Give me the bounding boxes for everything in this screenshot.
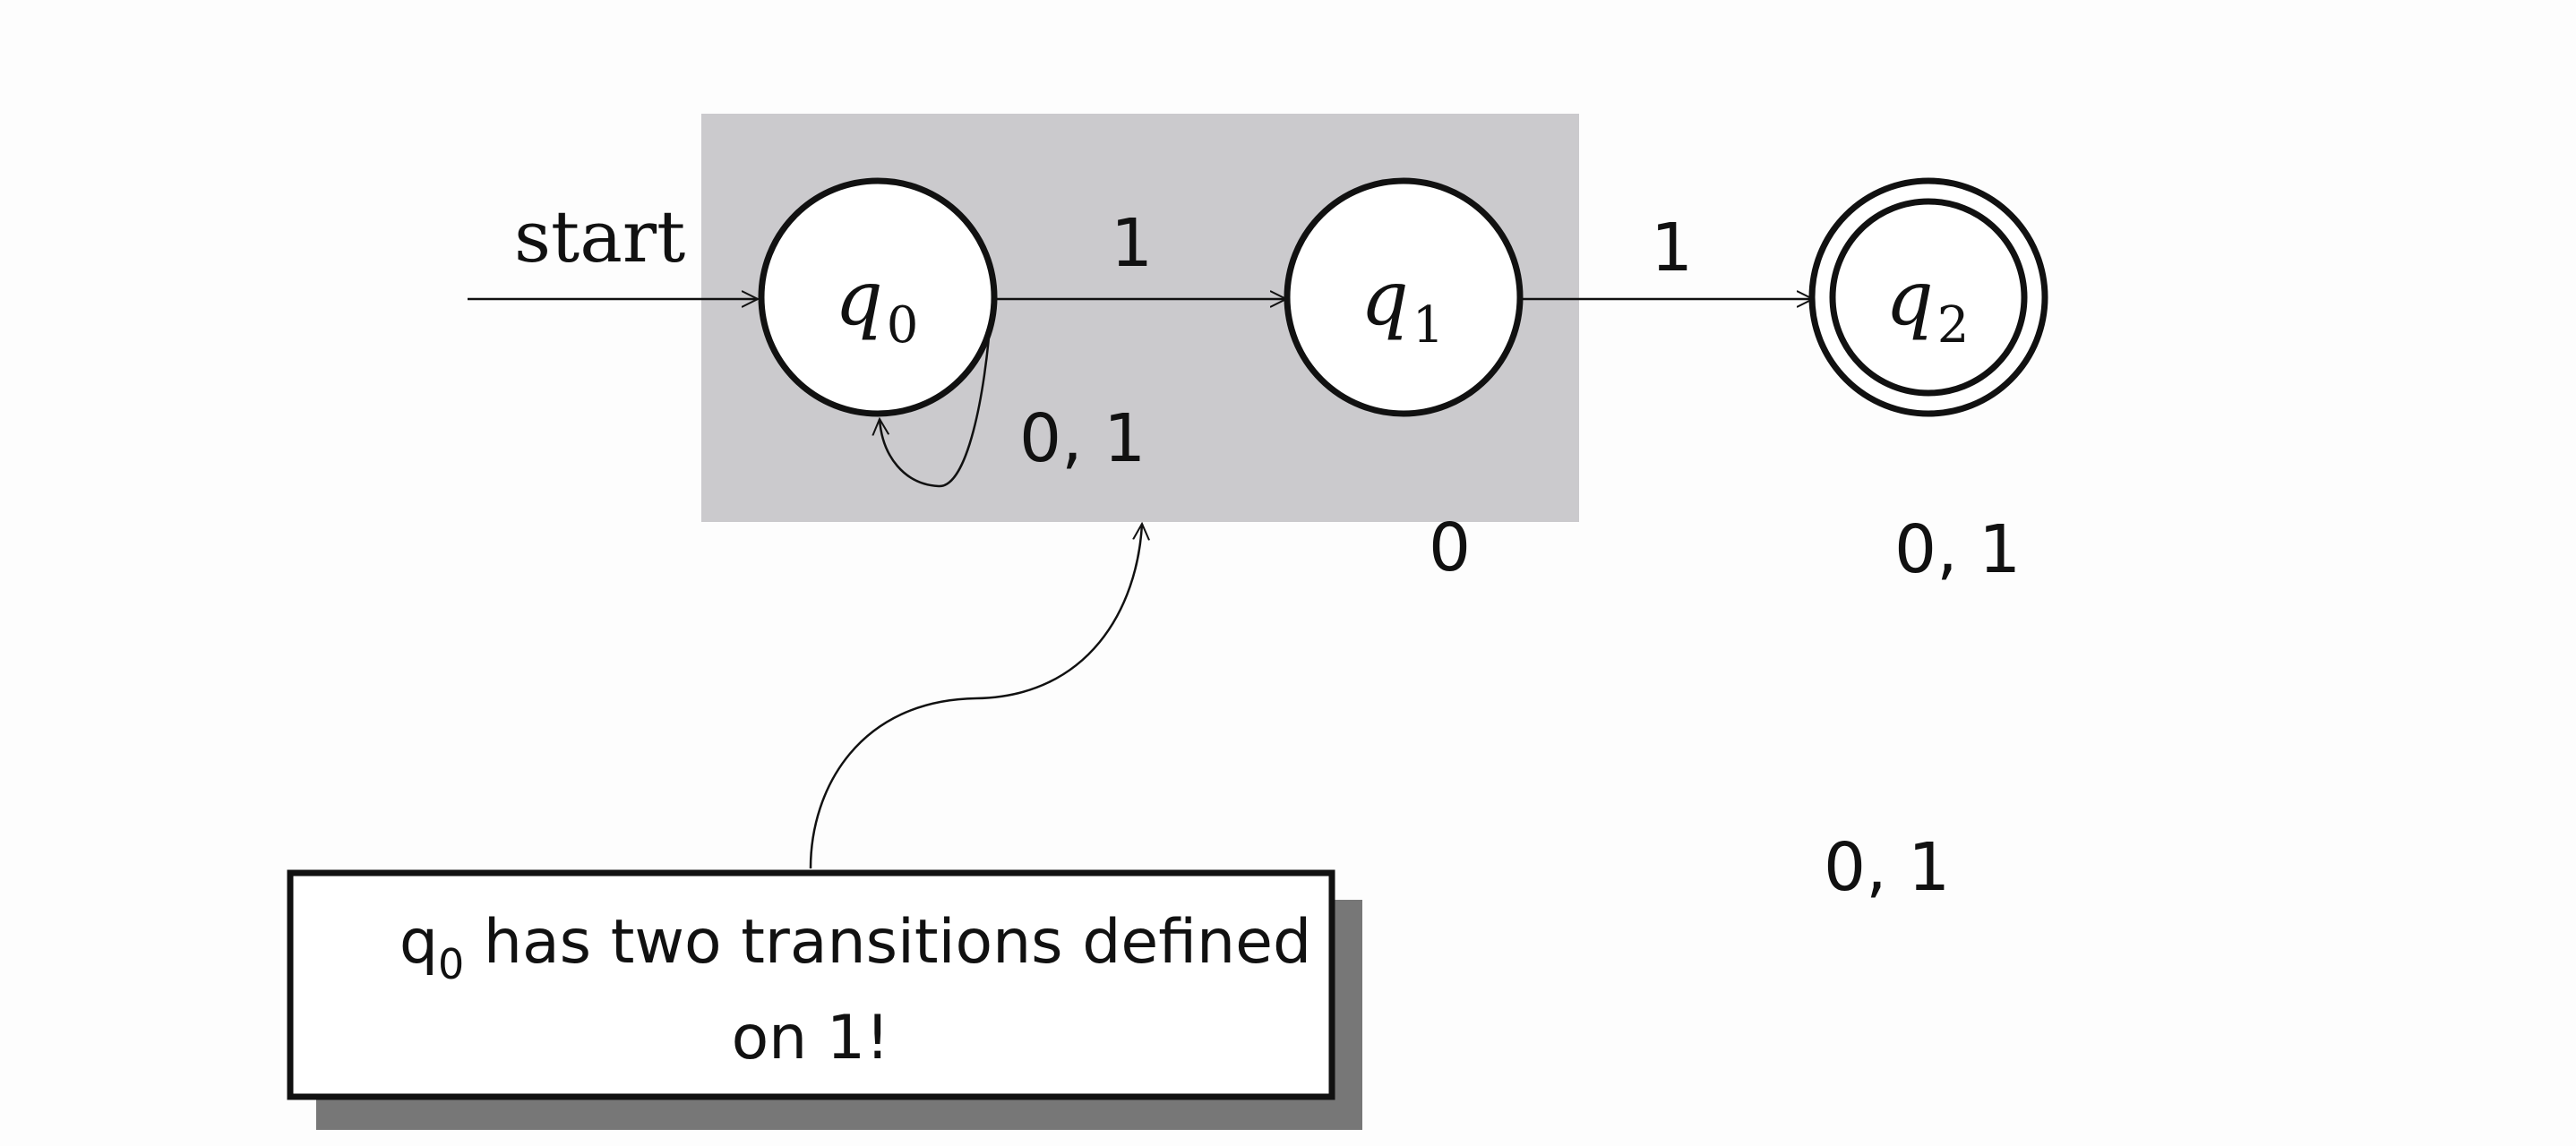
callout-line-2: on 1! (732, 1003, 890, 1073)
self-loop-label-q0: 0, 1 (1019, 400, 1146, 477)
svg-text:q2: q2 (1885, 254, 1969, 355)
svg-text:q0: q0 (835, 254, 918, 355)
transition-label-q0-q1: 1 (1111, 205, 1153, 282)
state-q2-accepting: q2 (1808, 177, 2048, 417)
state-symbol: q (1361, 254, 1409, 342)
callout-line-1: q0 has two transitions defined (399, 907, 1311, 988)
self-loop-q0 (880, 314, 992, 488)
callout-connector (809, 524, 1142, 869)
state-symbol: q (1885, 254, 1934, 342)
callout-line-1-rest: has two transitions defined (464, 907, 1311, 978)
callout-box: q0 has two transitions defined on 1! (287, 869, 1362, 1130)
callout-prefix: q (399, 907, 438, 978)
state-subscript: 1 (1413, 296, 1445, 355)
start-label: start (514, 195, 685, 278)
state-q0: q0 (758, 177, 998, 417)
state-q1: q1 (1284, 177, 1524, 417)
state-subscript: 2 (1937, 296, 1970, 355)
stray-label-lower: 0, 1 (1824, 829, 1950, 906)
state-subscript: 0 (887, 296, 919, 355)
stray-label-q1-loop: 0 (1429, 509, 1471, 586)
callout-prefix-subscript: 0 (438, 940, 464, 988)
state-symbol: q (835, 254, 883, 342)
callout-frame (287, 869, 1335, 1100)
stray-label-q2-loop: 0, 1 (1894, 511, 2021, 588)
svg-text:q1: q1 (1361, 254, 1444, 355)
transition-label-q1-q2: 1 (1651, 210, 1693, 286)
